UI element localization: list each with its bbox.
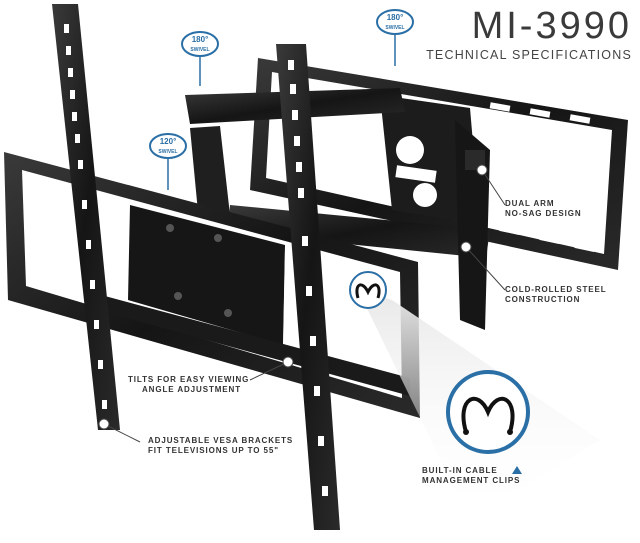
arm-bracket	[185, 88, 490, 330]
leader-lines	[98, 164, 506, 443]
badge-label: SWIVEL	[385, 25, 404, 31]
badge-degrees: 180°	[387, 13, 404, 22]
callout-line: COLD-ROLLED STEEL	[505, 285, 607, 294]
badge-label: SWIVEL	[158, 149, 177, 155]
callout-dual-arm: DUAL ARM NO-SAG DESIGN	[505, 199, 582, 219]
model-name: MI-3990	[471, 5, 632, 47]
callout-line: MANAGEMENT CLIPS	[422, 476, 521, 485]
callout-cable: BUILT-IN CABLE MANAGEMENT CLIPS	[422, 466, 520, 486]
callout-line: ADJUSTABLE VESA BRACKETS	[148, 436, 294, 445]
badge-label: SWIVEL	[190, 47, 209, 53]
vesa-bracket-right	[276, 44, 340, 530]
cable-clip-magnified	[446, 370, 530, 454]
callout-line: BUILT-IN CABLE	[422, 466, 498, 475]
swivel-badge-180-right: 180° SWIVEL	[376, 9, 414, 66]
callout-line: TILTS FOR EASY VIEWING	[128, 375, 250, 384]
header: MI-3990 TECHNICAL SPECIFICATIONS	[426, 4, 632, 62]
badge-degrees: 120°	[160, 137, 177, 146]
callout-line: NO-SAG DESIGN	[505, 209, 582, 218]
callout-tilt: TILTS FOR EASY VIEWING ANGLE ADJUSTMENT	[128, 375, 249, 395]
callout-line: CONSTRUCTION	[505, 295, 581, 304]
callout-steel: COLD-ROLLED STEEL CONSTRUCTION	[505, 285, 607, 305]
badge-degrees: 180°	[192, 35, 209, 44]
swivel-badge-180-left: 180° SWIVEL	[181, 31, 219, 86]
callout-line: DUAL ARM	[505, 199, 555, 208]
cable-pointer-icon	[512, 466, 522, 474]
callout-vesa: ADJUSTABLE VESA BRACKETS FIT TELEVISIONS…	[148, 436, 293, 456]
small-cable-clip	[349, 271, 387, 309]
callout-line: FIT TELEVISIONS UP TO 55"	[148, 446, 279, 455]
vesa-bracket-left	[52, 4, 120, 430]
callout-line: ANGLE ADJUSTMENT	[142, 385, 241, 394]
page-subtitle: TECHNICAL SPECIFICATIONS	[426, 48, 632, 62]
swivel-badge-120: 120° SWIVEL	[149, 133, 187, 190]
